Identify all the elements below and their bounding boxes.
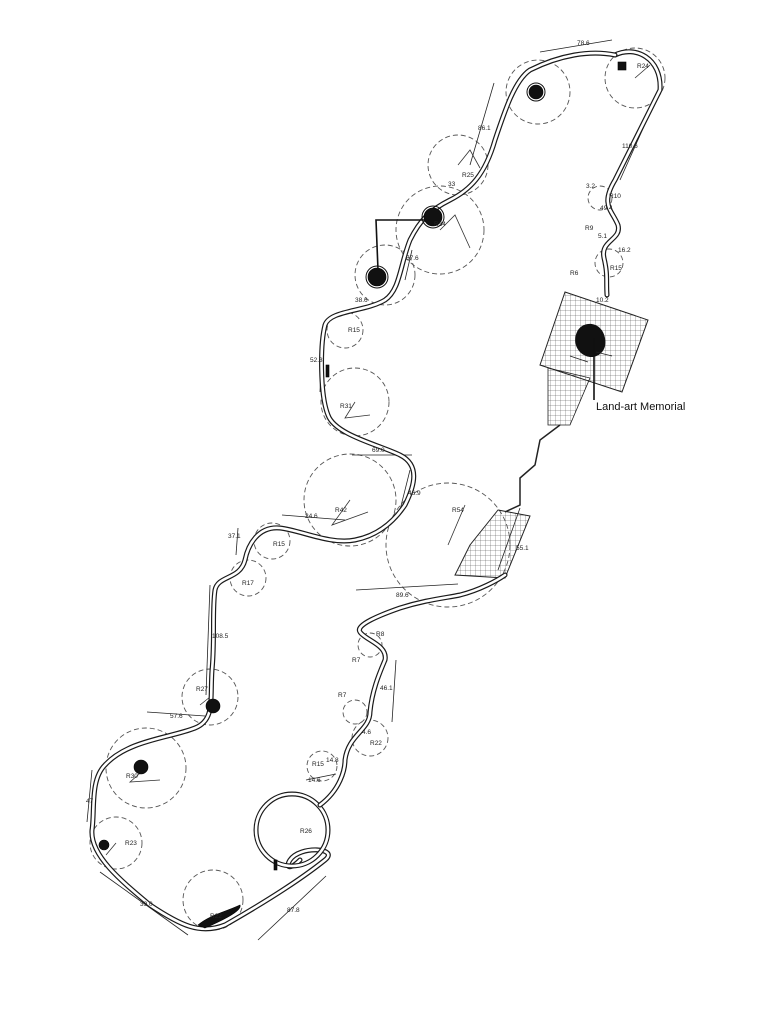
radius-circle-r31 [320,367,390,437]
radius-label: R27 [196,686,208,693]
radius-circle-top [505,59,571,125]
dim-label: 37.1 [228,533,241,540]
dim-label: 10.2 [596,297,609,304]
dim-label: 87.8 [287,907,300,914]
radius-label: R22 [370,740,382,747]
dim-label: 38.6 [355,297,368,304]
radius-label: R10 [609,193,621,200]
radius-circle-r23 [89,816,143,870]
radius-circle-r17 [229,559,267,597]
mound-r23 [98,839,110,851]
radius-circle-r42 [303,453,397,547]
mound-left [367,267,387,287]
radius-label: R6 [570,270,579,277]
dim-label: 16.2 [618,247,631,254]
radius-circle-r15-c [306,750,338,782]
radius-label: R22 [210,913,222,920]
radius-label: R26 [300,828,312,835]
radius-label: R24 [637,63,649,70]
radius-lines [105,64,651,856]
dim-label: 5.1 [598,233,607,240]
mound-r27 [205,698,221,714]
radius-circle-r10 [587,185,613,211]
radius-circle-r24 [604,47,666,109]
radius-circle-bottom [182,869,244,931]
dim-label: 89.6 [396,592,409,599]
radius-circle-r15-d [594,248,624,278]
dim-label: 52.3 [310,357,323,364]
dim-label: 108.5 [212,633,229,640]
radius-label: R7 [338,692,347,699]
dim-label: 39.0 [140,901,153,908]
radius-label: R54 [452,507,464,514]
radius-label: R34 [434,221,446,228]
memorial-sculpture [575,323,606,358]
radius-label: R9 [585,225,594,232]
dim-label: 46.1 [380,685,393,692]
radius-label: R17 [242,580,254,587]
radius-label: R8 [376,631,385,638]
dim-label: 14.6 [308,777,321,784]
dim-label: 57.6 [170,713,183,720]
lower-grid-plaza [454,509,531,579]
radius-label: R15 [273,541,285,548]
dim-label: 14.8 [326,757,339,764]
dim-label: 3.2 [586,183,595,190]
radius-circle-r34 [395,185,485,275]
radius-label: R15 [312,761,324,768]
dim-label: 24.6 [305,513,318,520]
bottom-feature [197,904,241,929]
radius-label: R42 [335,507,347,514]
dim-label: 69.0 [372,447,385,454]
dimension-labels: 78.6 86.1 110.6 33 49.4 57.6 38.6 52.3 6… [86,40,638,914]
dim-label: 33 [448,181,456,188]
winding-path [89,49,663,932]
dim-label: 110.6 [622,143,638,150]
radius-label: R15 [348,327,360,334]
radius-label: R23 [125,840,137,847]
dim-label: 49.4 [600,205,613,212]
dim-label: 4.6 [362,729,371,736]
radius-label: R15 [610,265,622,272]
radius-label: R31 [340,403,352,410]
memorial-approach-path [504,424,561,513]
radius-labels: R24 R25 R10 R9 R6 R15 R15 R31 R42 R54 R1… [125,63,649,920]
radius-circle-upper-left [354,244,416,306]
mound-top [528,84,544,100]
radius-circle-r7 [342,699,368,725]
dimension-lines [86,39,659,941]
radius-circle-r8 [357,632,383,658]
radius-label: R7 [352,657,361,664]
radius-label: R30 [126,773,138,780]
memorial-label: Land-art Memorial [596,401,685,413]
radius-label: R25 [462,172,474,179]
dim-label: 57.6 [406,255,419,262]
dim-label: 46.9 [408,490,421,497]
mounds [98,61,627,929]
radius-circle-r30 [105,727,187,809]
marker-r24 [617,61,627,71]
mound-r30 [133,759,149,775]
mound-r34 [423,207,443,227]
memorial-approach-grid [547,367,591,426]
dim-label: 47 [86,798,94,805]
dim-label: 55.1 [516,545,529,552]
radius-circles [89,47,666,931]
left-callout-line [375,219,430,271]
dim-label: 86.1 [478,125,491,132]
dim-label: 78.6 [577,40,590,47]
